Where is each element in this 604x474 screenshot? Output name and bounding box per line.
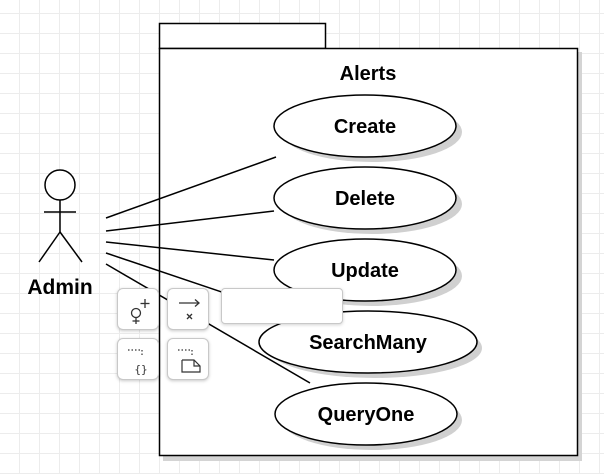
package-title: Alerts xyxy=(340,63,397,85)
actor-label: Admin xyxy=(27,276,92,299)
use-case-create[interactable]: Create xyxy=(273,94,457,158)
use-case-ellipse[interactable] xyxy=(273,238,457,302)
delete-edge-button[interactable] xyxy=(167,288,209,330)
use-case-ellipse[interactable] xyxy=(273,166,457,230)
delete-edge-icon xyxy=(179,299,200,320)
use-case-label: Update xyxy=(331,260,399,282)
use-case-queryone[interactable]: QueryOne xyxy=(274,382,458,446)
add-note-button[interactable] xyxy=(167,338,209,380)
association-update[interactable] xyxy=(105,241,275,261)
insert-shape-button[interactable]: {} xyxy=(117,338,159,380)
svg-text:{}: {} xyxy=(134,363,147,376)
use-case-label: QueryOne xyxy=(318,404,415,426)
use-case-update[interactable]: Update xyxy=(273,238,457,302)
use-case-label: Create xyxy=(334,116,396,138)
association-create[interactable] xyxy=(105,156,277,219)
insert-shape-icon: {} xyxy=(128,349,148,376)
use-case-label: SearchMany xyxy=(309,332,428,354)
use-case-searchmany[interactable]: SearchMany xyxy=(258,310,478,374)
name-input[interactable] xyxy=(221,288,343,324)
add-note-icon xyxy=(178,349,201,373)
actor-admin[interactable]: Admin xyxy=(27,169,93,299)
use-case-label: Delete xyxy=(335,188,395,210)
package-tab[interactable] xyxy=(158,22,327,50)
use-case-ellipse[interactable] xyxy=(273,94,457,158)
association-delete[interactable] xyxy=(105,210,275,232)
use-case-ellipse[interactable] xyxy=(274,382,458,446)
add-actor-button[interactable] xyxy=(117,288,159,330)
use-case-delete[interactable]: Delete xyxy=(273,166,457,230)
stick-figure-icon[interactable] xyxy=(38,169,83,263)
use-case-ellipse[interactable] xyxy=(258,310,478,374)
add-actor-icon xyxy=(130,299,150,324)
